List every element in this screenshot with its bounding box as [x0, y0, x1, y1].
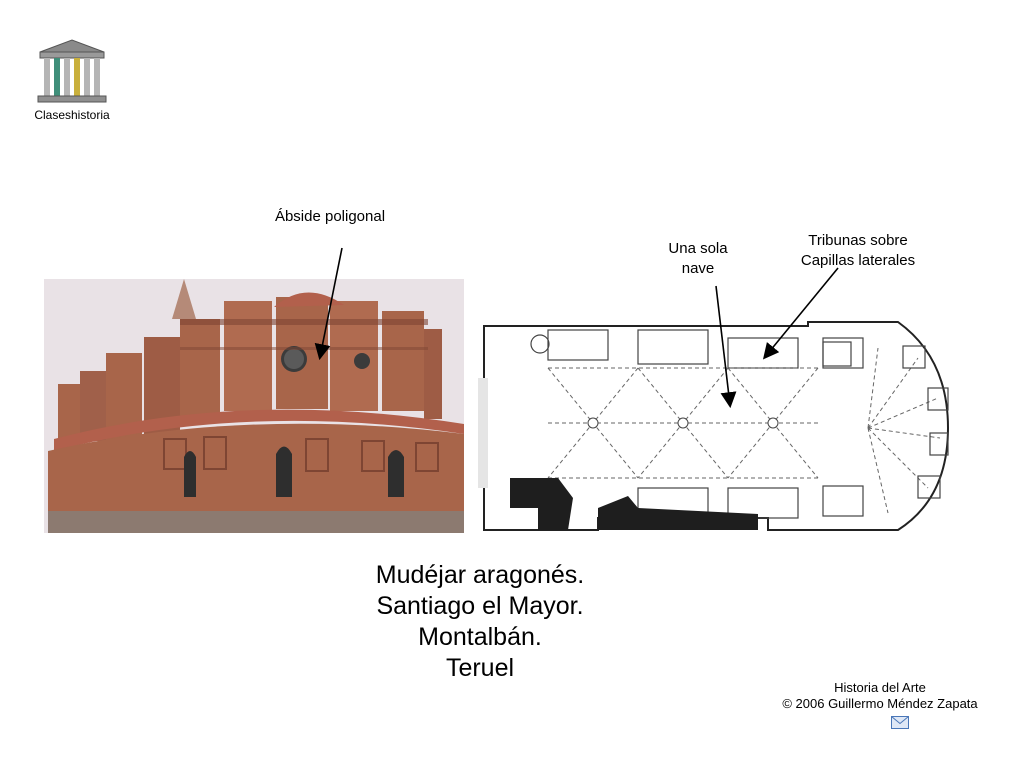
floor-plan-illustration	[478, 318, 955, 536]
title-line1: Mudéjar aragonés.	[375, 561, 585, 589]
slide-title: Mudéjar aragonés. Santiago el Mayor. Mon…	[330, 560, 630, 684]
envelope-icon	[891, 716, 909, 729]
label-tribunes-line2: Capillas laterales	[800, 252, 916, 269]
title-line3: Montalbán.	[418, 623, 542, 651]
label-tribunes-line1: Tribunas sobre	[808, 232, 908, 249]
title-line2: Santiago el Mayor.	[376, 592, 584, 620]
footer-line2: © 2006 Guillermo Méndez Zapata	[782, 696, 978, 711]
label-single-nave-line2: nave	[681, 260, 715, 277]
logo-label[interactable]: Claseshistoria	[34, 108, 110, 122]
church-photo	[44, 279, 464, 533]
floor-plan	[478, 318, 955, 536]
title-line4: Teruel	[445, 654, 515, 682]
site-logo[interactable]	[36, 38, 108, 104]
label-tribunes: Tribunas sobre Capillas laterales	[760, 231, 956, 271]
mail-link[interactable]	[891, 716, 909, 729]
label-single-nave-line1: Una sola	[668, 240, 728, 257]
footer-credits: Historia del Arte © 2006 Guillermo Ménde…	[760, 680, 1000, 712]
church-photo-illustration	[44, 279, 464, 533]
label-single-nave: Una sola nave	[650, 239, 746, 279]
label-apse: Ábside poligonal	[274, 208, 386, 225]
footer-line1: Historia del Arte	[834, 680, 926, 695]
greek-temple-icon	[37, 39, 107, 103]
